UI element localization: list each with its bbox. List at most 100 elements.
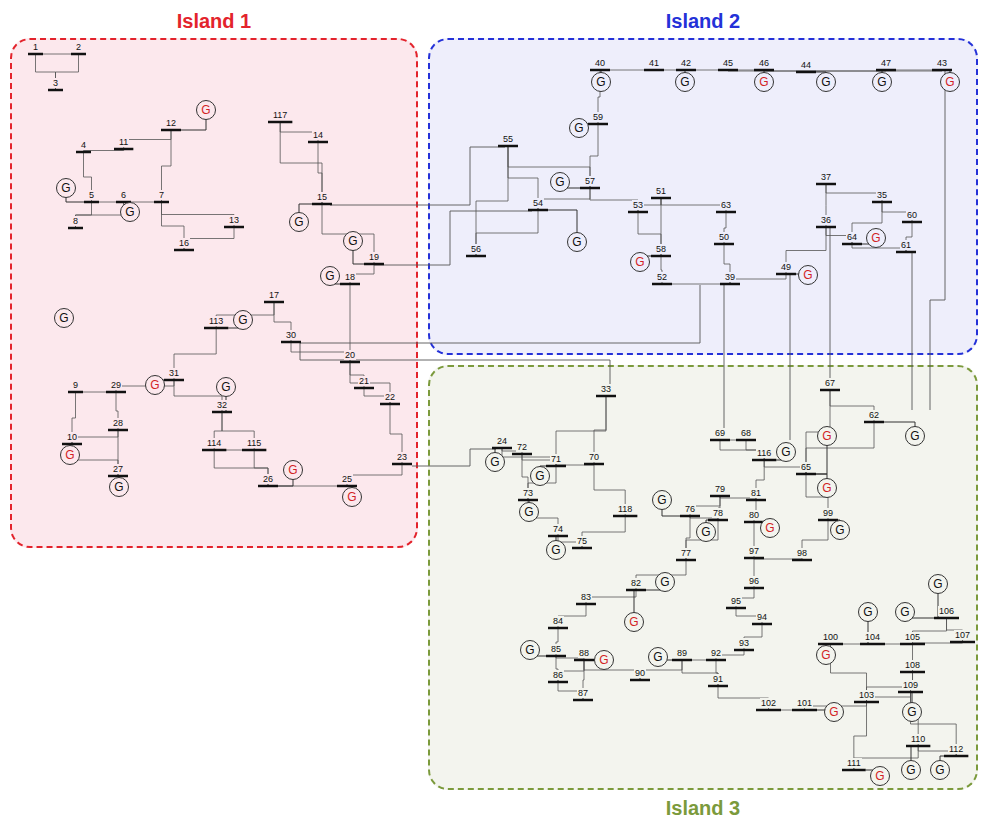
- bus-number: 111: [846, 758, 862, 768]
- bus-bar: [613, 515, 637, 518]
- bus-number: 68: [740, 428, 752, 438]
- generator-label: G: [555, 176, 564, 188]
- bus-bar: [710, 439, 730, 442]
- generator-label: G: [347, 491, 356, 503]
- bus-bar: [546, 465, 566, 468]
- bus-bar: [796, 71, 816, 74]
- bus-number: 87: [577, 688, 589, 698]
- bus-bar: [380, 403, 400, 406]
- bus-number: 16: [178, 238, 190, 248]
- bus-bar: [354, 387, 374, 390]
- generator-label: G: [61, 182, 70, 194]
- bus-number: 75: [576, 536, 588, 546]
- generator-label: G: [596, 76, 605, 88]
- bus-number: 81: [750, 488, 762, 498]
- generator-symbol: G: [870, 766, 890, 786]
- bus-number: 62: [868, 410, 880, 420]
- generator-label: G: [114, 481, 123, 493]
- bus-number: 47: [880, 58, 892, 68]
- bus-bar: [680, 515, 700, 518]
- bus-number: 33: [600, 384, 612, 394]
- generator-symbol: G: [519, 502, 539, 522]
- bus-bar: [580, 187, 600, 190]
- generator-symbol: G: [520, 640, 540, 660]
- generator-label: G: [906, 764, 915, 776]
- bus-number: 17: [268, 290, 280, 300]
- bus-bar: [900, 671, 925, 674]
- bus-number: 115: [246, 438, 262, 448]
- bus-bar: [312, 203, 332, 206]
- bus-number: 108: [904, 660, 921, 670]
- generator-label: G: [653, 651, 662, 663]
- bus-bar: [708, 685, 728, 688]
- bus-bar: [212, 411, 232, 414]
- generator-label: G: [65, 449, 74, 461]
- bus-bar: [816, 226, 836, 229]
- island-title: Island 1: [12, 10, 416, 33]
- generator-label: G: [821, 76, 830, 88]
- generator-label: G: [933, 578, 942, 590]
- generator-label: G: [599, 654, 608, 666]
- generator-symbol: G: [233, 310, 253, 330]
- generator-symbol: G: [648, 647, 668, 667]
- bus-number: 95: [730, 596, 742, 606]
- generator-symbol: G: [591, 72, 611, 92]
- bus-bar: [714, 243, 734, 246]
- bus-bar: [708, 519, 728, 522]
- bus-number: 107: [954, 630, 971, 640]
- bus-bar: [48, 89, 63, 92]
- bus-bar: [528, 209, 548, 212]
- bus-number: 82: [630, 578, 642, 588]
- bus-bar: [626, 589, 646, 592]
- generator-symbol: G: [905, 426, 925, 446]
- generator-label: G: [935, 764, 944, 776]
- bus-bar: [676, 559, 696, 562]
- bus-bar: [573, 699, 593, 702]
- bus-number: 5: [88, 190, 95, 200]
- bus-bar: [364, 263, 384, 266]
- generator-symbol: G: [816, 72, 836, 92]
- bus-number: 71: [550, 454, 562, 464]
- bus-number: 69: [714, 428, 726, 438]
- bus-number: 13: [228, 215, 240, 225]
- bus-number: 53: [632, 200, 644, 210]
- bus-number: 8: [72, 216, 79, 226]
- bus-bar: [68, 391, 83, 394]
- generator-label: G: [574, 122, 583, 134]
- bus-bar: [546, 655, 566, 658]
- generator-label: G: [490, 456, 499, 468]
- bus-number: 58: [655, 244, 667, 254]
- bus-number: 101: [796, 698, 813, 708]
- bus-bar: [718, 69, 738, 72]
- bus-bar: [651, 197, 671, 200]
- bus-number: 60: [906, 210, 918, 220]
- bus-bar: [746, 499, 766, 502]
- generator-symbol: G: [901, 760, 921, 780]
- bus-number: 59: [592, 112, 604, 122]
- bus-bar: [864, 421, 884, 424]
- bus-bar: [716, 211, 736, 214]
- bus-number: 41: [648, 58, 660, 68]
- generator-symbol: G: [816, 645, 836, 665]
- bus-number: 100: [822, 632, 839, 642]
- generator-label: G: [288, 464, 297, 476]
- bus-number: 12: [165, 118, 177, 128]
- bus-bar: [950, 641, 975, 644]
- bus-bar: [644, 69, 664, 72]
- generator-label: G: [660, 576, 669, 588]
- generator-symbol: G: [760, 518, 780, 538]
- bus-number: 4: [80, 140, 87, 150]
- generator-label: G: [759, 76, 768, 88]
- bus-number: 74: [552, 524, 564, 534]
- bus-number: 61: [900, 240, 912, 250]
- generator-symbol: G: [858, 602, 878, 622]
- bus-number: 25: [341, 474, 353, 484]
- bus-number: 67: [824, 378, 836, 388]
- bus-number: 11: [118, 137, 129, 147]
- bus-number: 9: [72, 380, 79, 390]
- bus-bar: [872, 201, 892, 204]
- bus-number: 102: [760, 698, 777, 708]
- bus-number: 37: [820, 172, 832, 182]
- bus-number: 31: [168, 368, 180, 378]
